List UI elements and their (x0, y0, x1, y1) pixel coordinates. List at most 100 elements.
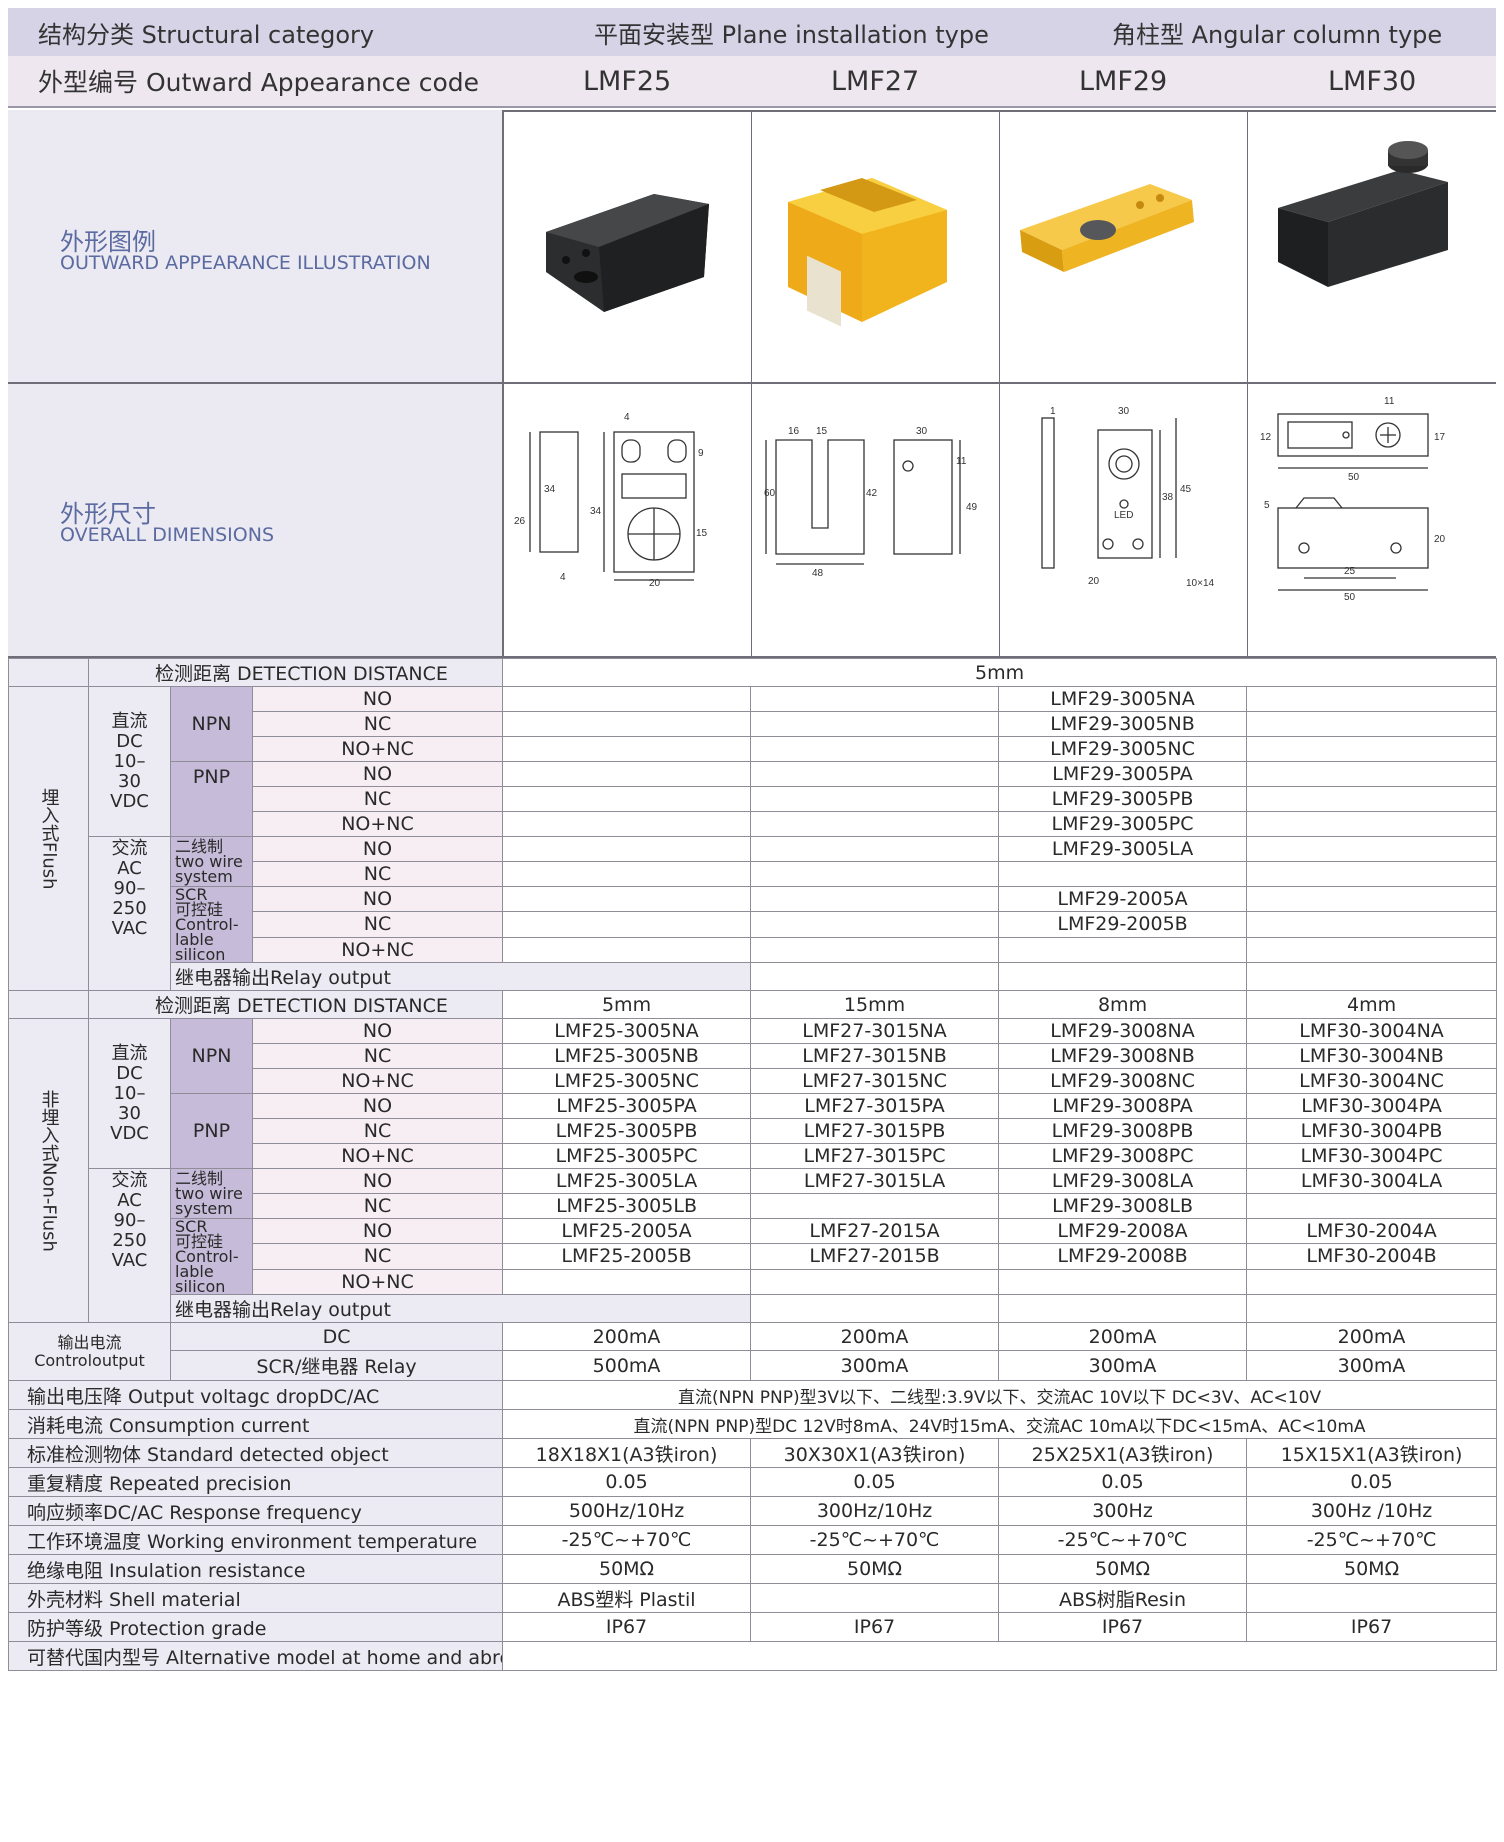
code-label: 外型编号 Outward Appearance code (38, 68, 480, 97)
nonflush-group-label: 非埋入式Non-Flush (8, 1018, 89, 1323)
spec-row: 输出电压降 Output voltagc dropDC/AC 直流(NPN PN… (7, 1380, 1498, 1410)
nonflush-scr-label: SCR 可控硅 Control- lable silicon (170, 1218, 253, 1295)
flush-scr-label: SCR 可控硅 Control- lable silicon (170, 886, 253, 963)
header-code-row: 外型编号 Outward Appearance code LMF25 LMF27… (8, 56, 1496, 108)
svg-text:10×14: 10×14 (1186, 578, 1215, 589)
flush-dd-row: 检测距离 DETECTION DISTANCE 5mm (8, 658, 1498, 687)
yellow-flat-sensor-image (1020, 184, 1194, 272)
nonflush-relay-label: 继电器输出Relay output (169, 1294, 752, 1323)
angular-column-label: 角柱型 Angular column type (1112, 20, 1443, 49)
output-current-dc-row: 输出电流 Controloutput DC 200mA 200mA 200mA … (8, 1322, 1498, 1381)
svg-text:34: 34 (590, 506, 602, 517)
svg-text:34: 34 (544, 484, 556, 495)
flush-ac-label: 交流 AC 90– 250 VAC (88, 836, 171, 991)
dims-lmf27: 16 15 30 11 60 42 49 48 (752, 384, 1000, 656)
illustration-en: OUTWARD APPEARANCE ILLUSTRATION (60, 252, 431, 274)
code-lmf29: LMF29 (1079, 65, 1168, 97)
dimensions-en: OVERALL DIMENSIONS (60, 524, 275, 546)
svg-text:42: 42 (866, 488, 878, 499)
spec-row: 消耗电流 Consumption current 直流(NPN PNP)型DC … (7, 1409, 1498, 1439)
code-lmf30: LMF30 (1328, 65, 1417, 97)
illustration-label-box: 外形图例 OUTWARD APPEARANCE ILLUSTRATION (8, 110, 504, 382)
svg-text:60: 60 (764, 488, 776, 499)
nonflush-dc-label: 直流 DC 10– 30 VDC (88, 1018, 171, 1169)
svg-text:49: 49 (966, 502, 978, 513)
svg-text:15: 15 (696, 528, 708, 539)
dims-lmf29-drawing: 1 30 45 38 LED 20 10×14 (1041, 406, 1215, 589)
svg-text:12: 12 (1260, 432, 1272, 443)
output-current-label: 输出电流 Controloutput (8, 1322, 171, 1381)
dims-lmf30: 11 12 17 50 5 20 25 50 (1248, 384, 1496, 656)
nonflush-ac-label: 交流 AC 90– 250 VAC (88, 1168, 171, 1323)
flush-dc-label: 直流 DC 10– 30 VDC (88, 686, 171, 837)
photo-lmf29 (1000, 112, 1248, 382)
svg-text:50: 50 (1348, 472, 1360, 483)
dims-lmf25: 4 9 34 26 34 15 4 20 (504, 384, 752, 656)
svg-text:48: 48 (812, 568, 824, 579)
flush-relay-label: 继电器输出Relay output (169, 962, 752, 991)
flush-npn-label: NPN (170, 686, 253, 762)
plane-install-label: 平面安装型 Plane installation type (594, 20, 989, 49)
svg-text:15: 15 (816, 426, 828, 437)
category-label: 结构分类 Structural category (38, 20, 375, 49)
illustration-area: 外形图例 OUTWARD APPEARANCE ILLUSTRATION 外形尺… (8, 110, 1496, 658)
header-category-row: 结构分类 Structural category 平面安装型 Plane ins… (8, 8, 1496, 56)
flush-group-label: 埋入式Flush (8, 686, 89, 991)
illustration-zh: 外形图例 (60, 228, 156, 256)
svg-text:30: 30 (1118, 406, 1130, 417)
dims-lmf30-drawing: 11 12 17 50 5 20 25 50 (1260, 396, 1446, 603)
code-lmf25: LMF25 (583, 65, 672, 97)
yellow-u-sensor-image (788, 178, 947, 327)
nonflush-dd-row: 检测距离 DETECTION DISTANCE 5mm 15mm 8mm 4mm (8, 990, 1498, 1019)
photo-lmf25 (504, 112, 752, 382)
nonflush-two-wire-label: 二线制 two wire system (170, 1168, 253, 1219)
svg-text:5: 5 (1264, 500, 1270, 511)
black-angular-sensor-image (1278, 141, 1448, 287)
svg-text:9: 9 (698, 448, 704, 459)
svg-text:20: 20 (1088, 576, 1100, 587)
output-current-relay-row: SCR/继电器 Relay 500mA 300mA 300mA 300mA (9, 1350, 1498, 1381)
dimensions-label-box: 外形尺寸 OVERALL DIMENSIONS (8, 384, 504, 658)
photo-lmf30 (1248, 112, 1496, 382)
dimensions-zh: 外形尺寸 (60, 500, 156, 528)
spec-table: 检测距离 DETECTION DISTANCE 5mm 埋入式Flush 直流 … (7, 658, 1498, 1671)
svg-text:11: 11 (956, 456, 967, 467)
spec-row: 可替代国内型号 Alternative model at home and ab… (7, 1641, 1498, 1671)
nonflush-npn-label: NPN (170, 1018, 253, 1094)
flush-pnp-label: PNP (170, 761, 253, 837)
svg-text:45: 45 (1180, 484, 1192, 495)
spec-row: 工作环境温度 Working environment temperature -… (7, 1525, 1498, 1555)
dims-lmf27-drawing: 16 15 30 11 60 42 49 48 (764, 426, 978, 579)
spec-row: 标准检测物体 Standard detected object 18X18X1(… (7, 1438, 1498, 1468)
flush-out: NO (251, 686, 504, 712)
svg-text:38: 38 (1162, 492, 1174, 503)
flush-model: LMF29-3005NA (998, 686, 1248, 712)
svg-text:1: 1 (1050, 406, 1056, 417)
nonflush-dd-label: 检测距离 DETECTION DISTANCE (87, 990, 504, 1019)
nonflush-pnp-label: PNP (170, 1093, 253, 1169)
code-lmf27: LMF27 (831, 65, 920, 97)
svg-text:16: 16 (788, 426, 800, 437)
svg-text:11: 11 (1384, 396, 1395, 407)
svg-text:17: 17 (1434, 432, 1446, 443)
svg-text:4: 4 (560, 572, 566, 583)
photo-lmf27 (752, 112, 1000, 382)
flush-dd-label: 检测距离 DETECTION DISTANCE (87, 658, 504, 687)
svg-text:25: 25 (1344, 566, 1356, 577)
svg-text:20: 20 (649, 578, 661, 589)
svg-text:26: 26 (514, 516, 526, 527)
svg-text:30: 30 (916, 426, 928, 437)
dims-lmf29: 1 30 45 38 LED 20 10×14 (1000, 384, 1248, 656)
flush-dd-value: 5mm (502, 658, 1498, 687)
black-sensor-image (546, 194, 709, 312)
svg-text:4: 4 (624, 412, 630, 423)
svg-text:20: 20 (1434, 534, 1446, 545)
dims-lmf25-drawing: 4 9 34 26 34 15 4 20 (514, 412, 708, 589)
svg-text:LED: LED (1114, 510, 1133, 521)
svg-text:50: 50 (1344, 592, 1356, 603)
